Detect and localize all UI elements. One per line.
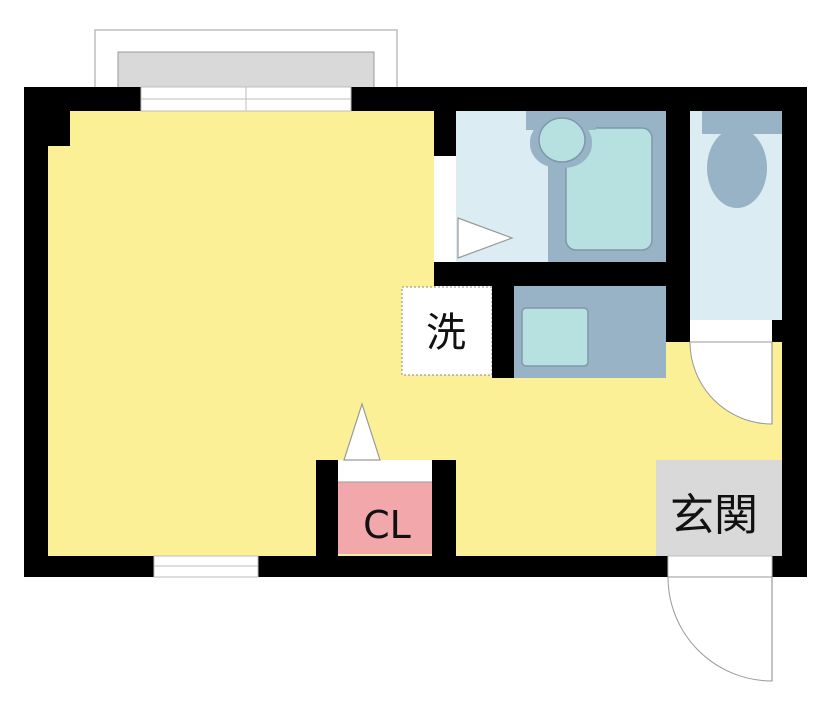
wall-bottom-mid (258, 556, 668, 577)
toilet-room (690, 110, 782, 320)
wall-kitchen-left (492, 286, 514, 378)
washer-box (401, 286, 493, 376)
entrance-door-swing (667, 576, 773, 682)
wall-bath-toilet (666, 110, 690, 342)
toilet-door-swing (689, 341, 773, 425)
closet-door-arrow (343, 402, 381, 461)
bath-toilet-bowl (538, 117, 586, 163)
kitchen (514, 286, 666, 378)
closet-label: CL (363, 503, 411, 547)
bath-door-opening (434, 156, 456, 262)
toilet-bowl (707, 128, 767, 208)
closet-floor (338, 482, 432, 554)
wall-bath-bottom (434, 262, 690, 286)
balcony-floor (117, 51, 375, 93)
wall-bottom-left (24, 556, 154, 577)
entrance-floor (656, 460, 782, 556)
wall-toilet-bottom (772, 320, 782, 342)
entrance-label: 玄関 (670, 490, 758, 541)
wall-living-bath-upper (434, 110, 456, 156)
room-corner-notch (48, 110, 70, 146)
bathtub-basin (565, 127, 653, 251)
doors (343, 156, 773, 682)
washer-label: 洗 (426, 310, 466, 356)
wall-bottom-right (772, 556, 807, 577)
wall-closet-right (432, 460, 456, 556)
windows (140, 86, 352, 578)
wall-top-right (351, 87, 807, 111)
balcony (94, 29, 398, 93)
toilet-door-opening (690, 320, 772, 342)
wall-right (782, 87, 807, 577)
closet-white-band (338, 460, 432, 482)
closet: CL (338, 460, 432, 554)
washer-space: 洗 (401, 286, 493, 376)
entrance-door-opening (667, 555, 773, 578)
kitchen-sink (521, 307, 589, 367)
wall-closet-left (316, 460, 338, 556)
walls (24, 87, 807, 577)
bath-door-arrow (457, 217, 514, 259)
entrance: 玄関 (656, 460, 782, 556)
wall-left (24, 87, 48, 577)
